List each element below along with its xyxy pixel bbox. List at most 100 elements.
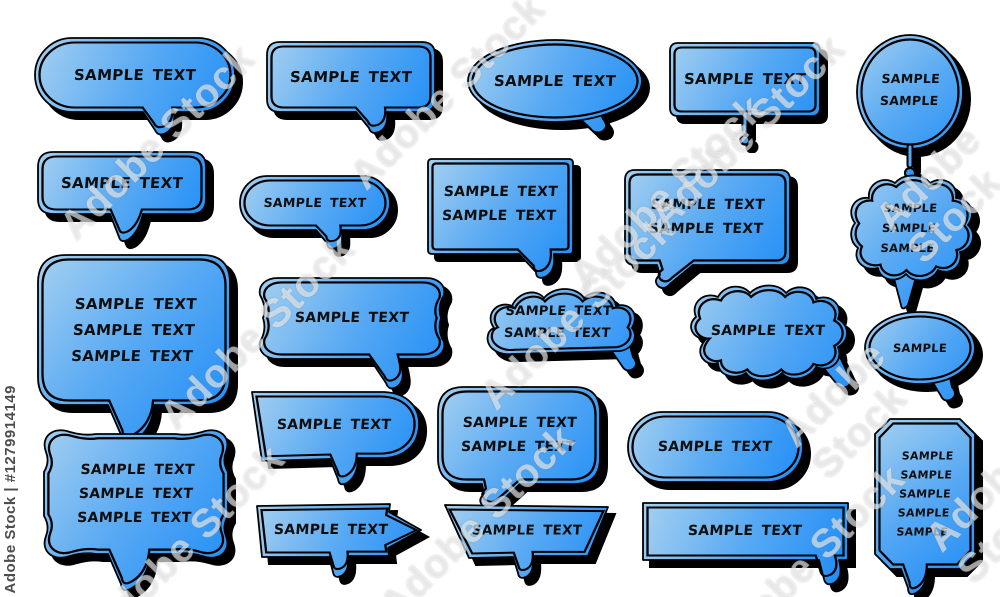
bubble-text-line: SAMPLE TEXT (710, 323, 826, 339)
speech-bubble-small-ellipse: SAMPLE (861, 308, 991, 420)
bubble-text: SAMPLE TEXT (657, 435, 773, 459)
bubble-text: SAMPLE TEXT (60, 170, 184, 196)
speech-bubble-circle-pin: SAMPLE SAMPLE (853, 30, 983, 188)
bubble-graphic (37, 254, 238, 452)
bubble-text-line: SAMPLE TEXT (503, 326, 612, 341)
bubble-text: SAMPLE TEXT SAMPLE TEXT SAMPLE TEXT (76, 458, 196, 530)
bubble-inner-line (878, 422, 972, 590)
speech-bubble-arrow: SAMPLE TEXT (253, 499, 439, 593)
bubble-inner-line (490, 292, 632, 351)
bubble-text-line: SAMPLE TEXT (443, 184, 559, 200)
bubble-inner-line (441, 390, 597, 504)
bubble-text-line: SAMPLE (901, 449, 955, 463)
bubble-graphic (43, 429, 236, 597)
speech-bubble-ellipse: SAMPLE TEXT (464, 36, 656, 148)
bubble-inner-line (263, 281, 441, 382)
bubble-text-line: SAMPLE (897, 506, 951, 520)
bubble-text: SAMPLE TEXT (273, 518, 389, 542)
bubble-text-line: SAMPLE TEXT (73, 66, 197, 84)
speech-bubble-trapezoid: SAMPLE TEXT (441, 501, 627, 597)
bubble-text-line: SAMPLE TEXT (471, 522, 583, 539)
bubble-text-line: SAMPLE (895, 525, 949, 539)
bubble-body (266, 41, 436, 134)
pin-dot (739, 134, 751, 146)
bubble-text-line: SAMPLE (879, 93, 940, 108)
bubble-inner-line (673, 46, 817, 113)
bubble-graphic (437, 386, 608, 517)
bubble-inner-line (38, 41, 232, 129)
bubble-text-line: SAMPLE TEXT (80, 462, 196, 478)
bubble-text-line: SAMPLE TEXT (462, 415, 578, 431)
bubble-inner-line (646, 506, 845, 577)
bubble-text-line: SAMPLE TEXT (70, 347, 194, 365)
bubble-text: SAMPLE SAMPLE (879, 68, 941, 112)
bubble-body (690, 284, 848, 382)
bubble-text-line: SAMPLE (880, 71, 941, 86)
bubble-body (856, 34, 964, 150)
speech-bubble-ornate-frame: SAMPLE TEXT SAMPLE TEXT SAMPLE TEXT (34, 424, 254, 597)
bubble-body (256, 503, 422, 578)
bubble-text-line: SAMPLE TEXT (74, 295, 198, 313)
bubble-text: SAMPLE TEXT (263, 192, 367, 214)
bubble-body (850, 174, 974, 282)
speech-bubble-puffy-cloud: SAMPLE TEXT (678, 281, 878, 417)
bubble-text-line: SAMPLE TEXT (60, 174, 184, 192)
speech-bubble-scalloped-cloud: SAMPLE TEXT SAMPLE TEXT (474, 284, 664, 400)
bubble-text: SAMPLE TEXT SAMPLE TEXT (503, 301, 613, 345)
bubble-body (624, 169, 791, 289)
bubble-inner-line (631, 415, 800, 479)
bubble-inner-line (270, 45, 432, 127)
bubble-graphic (486, 288, 644, 379)
bubble-inner-line (447, 508, 606, 571)
bubble-text-line: SAMPLE TEXT (657, 439, 773, 455)
bubble-text-line: SAMPLE TEXT (76, 510, 192, 526)
bubble-graphic (266, 41, 443, 141)
bubble-inner-line (243, 179, 387, 243)
bubble-body (642, 502, 849, 586)
bubble-text: SAMPLE TEXT (276, 413, 392, 437)
bubble-text-line: SAMPLE TEXT (78, 486, 194, 502)
bubble-graphic (37, 151, 214, 250)
bubble-text-line: SAMPLE TEXT (683, 70, 807, 88)
bubble-text: SAMPLE TEXT (710, 319, 826, 343)
bubble-graphic (627, 411, 812, 490)
bubble-body (467, 39, 643, 123)
bubble-text: SAMPLE (892, 338, 947, 358)
bubble-inner-line (860, 38, 960, 146)
speech-bubble-rect-pin: SAMPLE TEXT (666, 39, 840, 153)
bubble-inner-line (868, 315, 972, 381)
bubble-graphic (239, 175, 398, 257)
bubble-text-line: SAMPLE (892, 341, 948, 355)
bubble-inner-line (260, 507, 419, 570)
bubble-text: SAMPLE TEXT (294, 306, 410, 330)
bubble-inner-line (694, 289, 844, 378)
bubble-body (37, 151, 207, 242)
bubble-text-line: SAMPLE TEXT (505, 304, 613, 319)
speech-bubble-stadium: SAMPLE TEXT (31, 34, 255, 150)
bubble-text-line: SAMPLE (898, 487, 952, 501)
bubble-graphic (34, 37, 244, 143)
bubble-text: SAMPLE TEXT (73, 62, 197, 88)
bubble-text-line: SAMPLE TEXT (276, 417, 392, 433)
bubble-inner-line (255, 395, 416, 478)
bubble-text: SAMPLE TEXT (493, 68, 617, 94)
bubble-body (627, 411, 804, 483)
bubble-graphic (251, 391, 428, 493)
bubble-body (669, 42, 821, 117)
bubble-graphic (467, 39, 651, 141)
bubble-graphic (624, 169, 798, 297)
bubble-inner-line (41, 155, 203, 234)
bubble-text-line: SAMPLE TEXT (687, 523, 803, 539)
bubble-text: SAMPLE TEXT (683, 66, 807, 92)
speech-bubble-rounded-rect: SAMPLE TEXT (263, 38, 449, 146)
